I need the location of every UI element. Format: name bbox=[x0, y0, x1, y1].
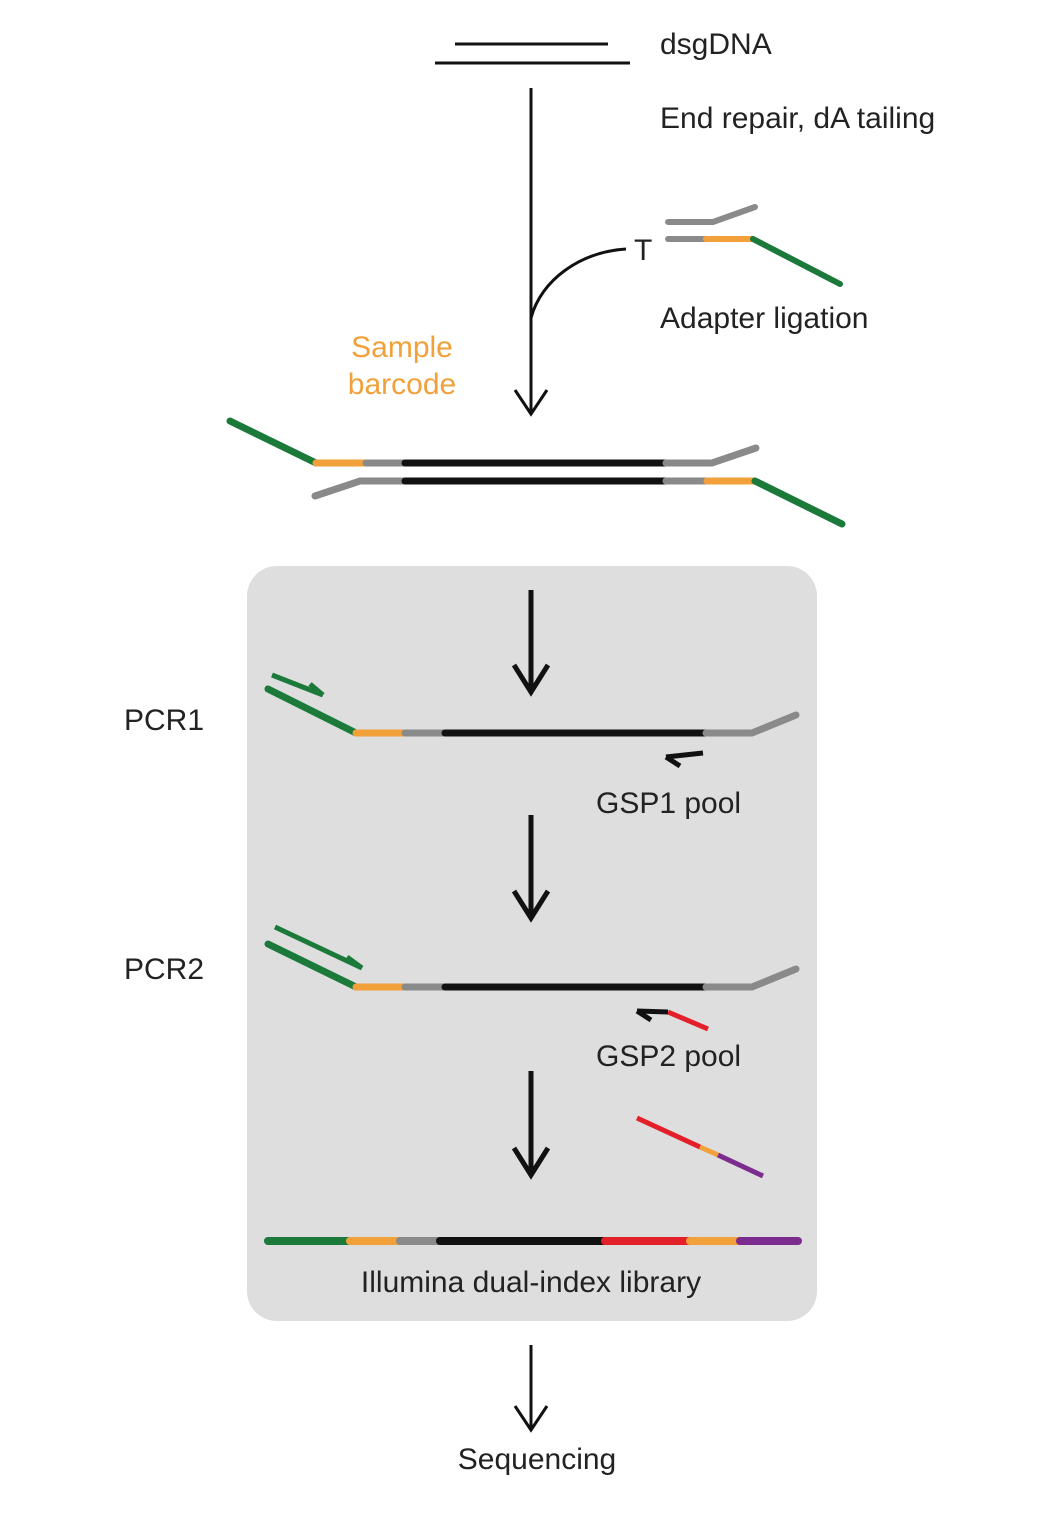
sample-barcode-label-line1: Sample bbox=[351, 331, 453, 364]
index-primer bbox=[635, 1115, 765, 1179]
dsgdna-molecule bbox=[435, 42, 630, 65]
pcr2-molecule bbox=[264, 940, 800, 991]
end-repair-label: End repair, dA tailing bbox=[660, 102, 936, 135]
gsp2-primer bbox=[635, 1008, 709, 1032]
t-overhang-label: T bbox=[634, 234, 653, 267]
dsgdna-label: dsgDNA bbox=[660, 28, 772, 61]
pcr1-forward-primer bbox=[271, 672, 325, 698]
pcr2-forward-primer bbox=[273, 924, 364, 971]
arrow-to-pcr2 bbox=[511, 815, 551, 923]
gsp1-primer bbox=[664, 750, 704, 769]
pcr2-label: PCR2 bbox=[124, 953, 205, 986]
adapter-joining-curve bbox=[529, 247, 627, 319]
pcr1-molecule bbox=[264, 685, 800, 737]
pcr1-label: PCR1 bbox=[124, 704, 205, 737]
gsp1-pool-label: GSP1 pool bbox=[596, 787, 742, 820]
main-arrow-1 bbox=[513, 88, 627, 417]
sequencing-label: Sequencing bbox=[457, 1443, 617, 1476]
gsp2-pool-label: GSP2 pool bbox=[596, 1040, 742, 1073]
adapter-molecule bbox=[665, 204, 843, 287]
sample-barcode-label-line2: barcode bbox=[347, 368, 457, 401]
arrow-to-library bbox=[511, 1071, 551, 1180]
library-label: Illumina dual-index library bbox=[360, 1266, 702, 1299]
adapter-ligation-label: Adapter ligation bbox=[660, 302, 869, 335]
arrow-to-pcr1 bbox=[511, 590, 551, 697]
arrow-to-sequencing bbox=[513, 1345, 549, 1433]
ligated-product bbox=[226, 417, 846, 528]
